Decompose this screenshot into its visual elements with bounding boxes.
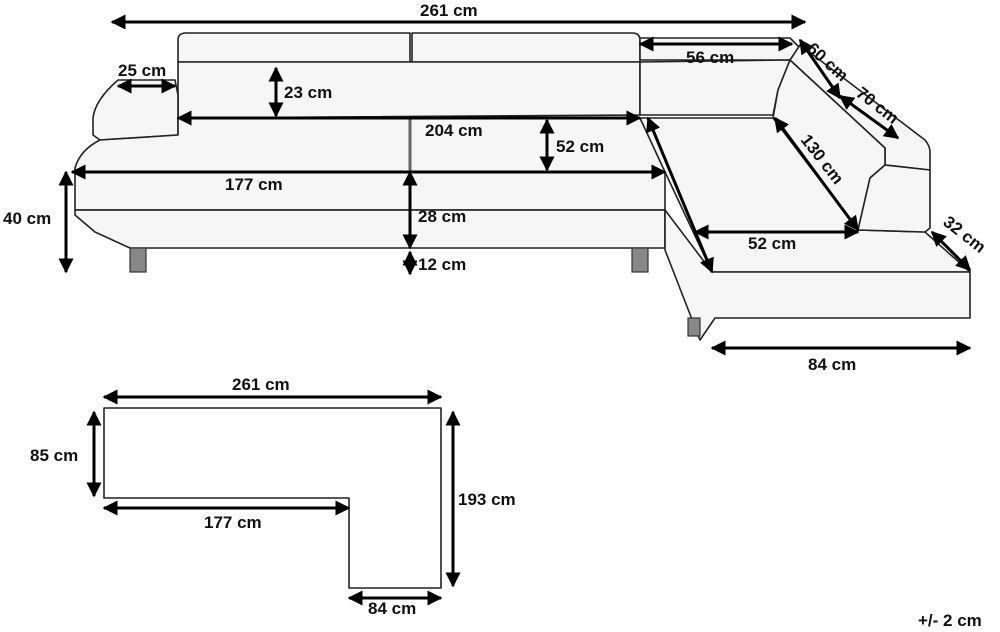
- label-204: 204 cm: [425, 121, 483, 140]
- backrest-corner: [639, 59, 791, 116]
- plan-label-193: 193 cm: [458, 490, 516, 509]
- headrest-left: [177, 32, 411, 63]
- label-52-chaise: 52 cm: [748, 234, 796, 253]
- label-56: 56 cm: [686, 48, 734, 67]
- label-177: 177 cm: [225, 175, 283, 194]
- label-32: 32 cm: [940, 212, 990, 257]
- arrow-70: [838, 94, 900, 140]
- backrest: [177, 61, 641, 119]
- label-40: 40 cm: [3, 209, 51, 228]
- footprint-plan: 261 cm 85 cm 177 cm 193 cm 84 cm: [30, 375, 516, 618]
- arrow-32: [930, 230, 972, 272]
- label-25: 25 cm: [118, 61, 166, 80]
- plan-label-85: 85 cm: [30, 446, 78, 465]
- arrow-130: [773, 116, 860, 232]
- footprint-outline: [103, 407, 442, 589]
- tolerance-note: +/- 2 cm: [918, 611, 982, 630]
- label-28: 28 cm: [418, 207, 466, 226]
- headrest-middle: [411, 32, 641, 63]
- label-261: 261 cm: [420, 1, 478, 20]
- label-23: 23 cm: [284, 83, 332, 102]
- leg-right: [631, 247, 649, 273]
- base-front: [74, 209, 666, 249]
- label-12: 12 cm: [418, 255, 466, 274]
- leg-left: [129, 247, 147, 273]
- plan-label-261: 261 cm: [232, 375, 290, 394]
- label-52-seat: 52 cm: [556, 137, 604, 156]
- label-84: 84 cm: [808, 355, 856, 374]
- dimension-arrows: [58, 14, 972, 356]
- arrow-60: [798, 38, 842, 100]
- plan-label-177: 177 cm: [204, 513, 262, 532]
- armrest-left: [92, 79, 179, 141]
- plan-label-84: 84 cm: [368, 599, 416, 618]
- arrow-chaise-depth: [646, 116, 714, 274]
- leg-chaise: [687, 317, 701, 337]
